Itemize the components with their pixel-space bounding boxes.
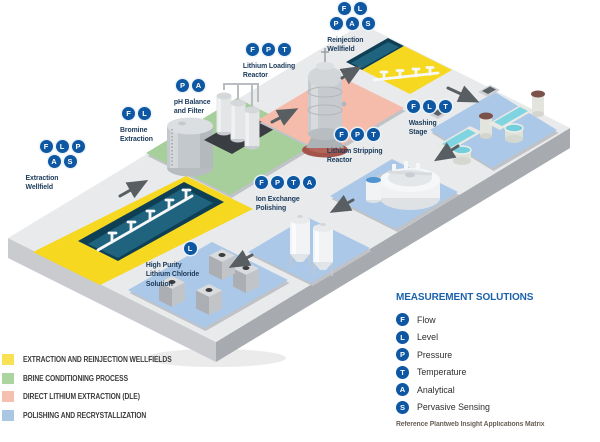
legend-item: DIRECT LITHIUM EXTRACTION (DLE)	[2, 391, 200, 402]
legend-label: BRINE CONDITIONING PROCESS	[23, 373, 128, 383]
badge-L: L	[396, 330, 409, 344]
filter-skid	[204, 83, 276, 154]
badge-A: A	[396, 383, 409, 396]
loading-reactor	[302, 48, 348, 158]
extraction-wellfield-pipes	[96, 188, 194, 252]
reinjection-wellfield-pipes	[372, 66, 440, 82]
legend-color-chip	[2, 372, 14, 384]
zone-reinjection-wellfield	[346, 38, 452, 94]
measurement-solutions-title: MEASUREMENT SOLUTIONS	[396, 292, 534, 303]
measurement-label: Pressure	[417, 349, 453, 360]
stripping-clarifier	[366, 161, 440, 210]
badge-P: P	[396, 348, 409, 361]
measurement-label: Level	[417, 332, 439, 342]
legend-color-chip	[2, 409, 14, 421]
legend-label: DIRECT LITHIUM EXTRACTION (DLE)	[23, 392, 140, 401]
badge-S: S	[396, 400, 409, 414]
measurement-label: Temperature	[417, 367, 467, 377]
legend-item: BRINE CONDITIONING PROCESS	[2, 372, 200, 384]
zone-legend: EXTRACTION AND REINJECTION WELLFIELDS BRI…	[2, 354, 200, 428]
legend-item: EXTRACTION AND REINJECTION WELLFIELDS	[2, 354, 200, 365]
ion-exchange-columns	[290, 215, 333, 276]
measurement-label: Pervasive Sensing	[417, 402, 490, 412]
legend-label: EXTRACTION AND REINJECTION WELLFIELDS	[23, 355, 172, 364]
storage-totes	[159, 249, 259, 315]
measurement-item: F Flow	[396, 313, 596, 326]
legend-color-chip	[2, 354, 14, 365]
measurement-item: S Pervasive Sensing	[396, 400, 596, 414]
badge-T: T	[396, 365, 409, 379]
badge-F: F	[396, 313, 409, 326]
flow-arrows	[118, 65, 480, 268]
legend-color-chip	[2, 391, 14, 402]
reference-note: Reference Plantweb Insight Applications …	[396, 420, 545, 428]
measurement-label: Flow	[417, 314, 436, 325]
bromine-tank	[167, 117, 213, 177]
legend-label: POLISHING AND RECRYSTALLIZATION	[23, 410, 147, 420]
measurement-label: Analytical	[417, 384, 455, 395]
measurement-item: T Temperature	[396, 365, 596, 379]
measurement-item: A Analytical	[396, 383, 596, 396]
measurement-item: P Pressure	[396, 348, 596, 361]
legend-item: POLISHING AND RECRYSTALLIZATION	[2, 409, 200, 421]
measurement-item: L Level	[396, 330, 596, 344]
